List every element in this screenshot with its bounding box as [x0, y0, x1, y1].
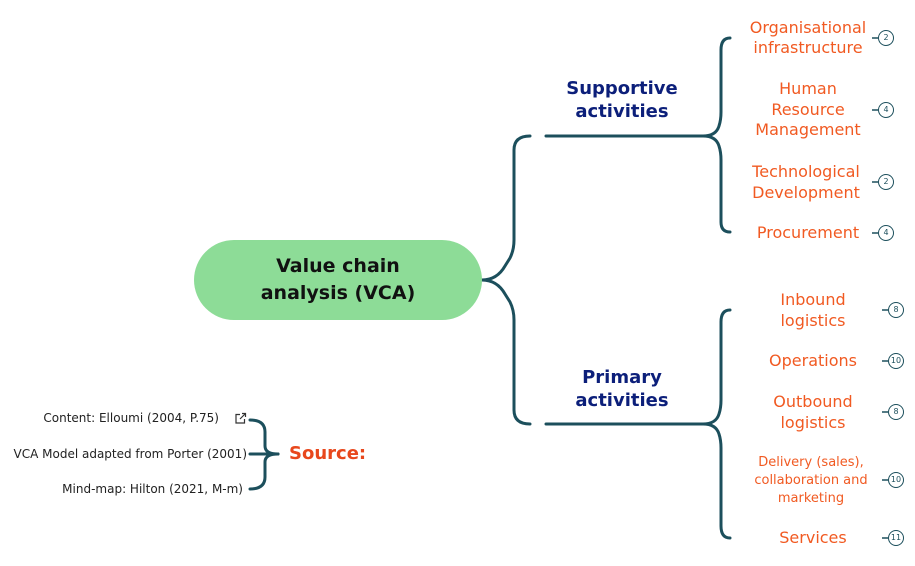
count-badge[interactable]: 10: [888, 353, 904, 369]
external-link-icon[interactable]: [234, 412, 247, 425]
source-title: Source:: [289, 443, 367, 464]
count-badge[interactable]: 4: [878, 225, 894, 241]
count-badge[interactable]: 2: [878, 174, 894, 190]
leaf-operations[interactable]: Operations: [769, 351, 857, 370]
count-badge[interactable]: 2: [878, 30, 894, 46]
source-vca-model-porter: VCA Model adapted from Porter (2001): [13, 447, 247, 461]
count-badge[interactable]: 4: [878, 102, 894, 118]
root-label: Value chain analysis (VCA): [260, 255, 416, 304]
leaf-inbound-logistics[interactable]: Inbound logistics: [780, 290, 846, 330]
leaf-services[interactable]: Services: [779, 528, 847, 547]
leaf-outbound-logistics[interactable]: Outbound logistics: [773, 392, 853, 432]
count-badge[interactable]: 8: [888, 302, 904, 318]
root-node[interactable]: Value chain analysis (VCA): [194, 240, 482, 320]
leaf-procurement[interactable]: Procurement: [756, 223, 860, 242]
count-badge[interactable]: 10: [888, 472, 904, 488]
branch-primary-activities[interactable]: Primary activities: [575, 367, 669, 411]
leaf-technological-development[interactable]: Technological Development: [752, 162, 860, 202]
source-content-elloumi: Content: Elloumi (2004, P.75): [43, 411, 219, 425]
branch-supportive-activities[interactable]: Supportive activities: [566, 78, 678, 122]
leaf-organisational-infrastructure[interactable]: Organisational infrastructure: [749, 18, 867, 57]
count-badge[interactable]: 11: [888, 530, 904, 546]
leaf-delivery-sales-collaboration-marketing[interactable]: Delivery (sales), collaboration and mark…: [754, 455, 868, 506]
source-mindmap-hilton: Mind-map: Hilton (2021, M-m): [62, 482, 243, 496]
leaf-human-resource-management[interactable]: Human Resource Management: [755, 79, 861, 139]
count-badge[interactable]: 8: [888, 404, 904, 420]
